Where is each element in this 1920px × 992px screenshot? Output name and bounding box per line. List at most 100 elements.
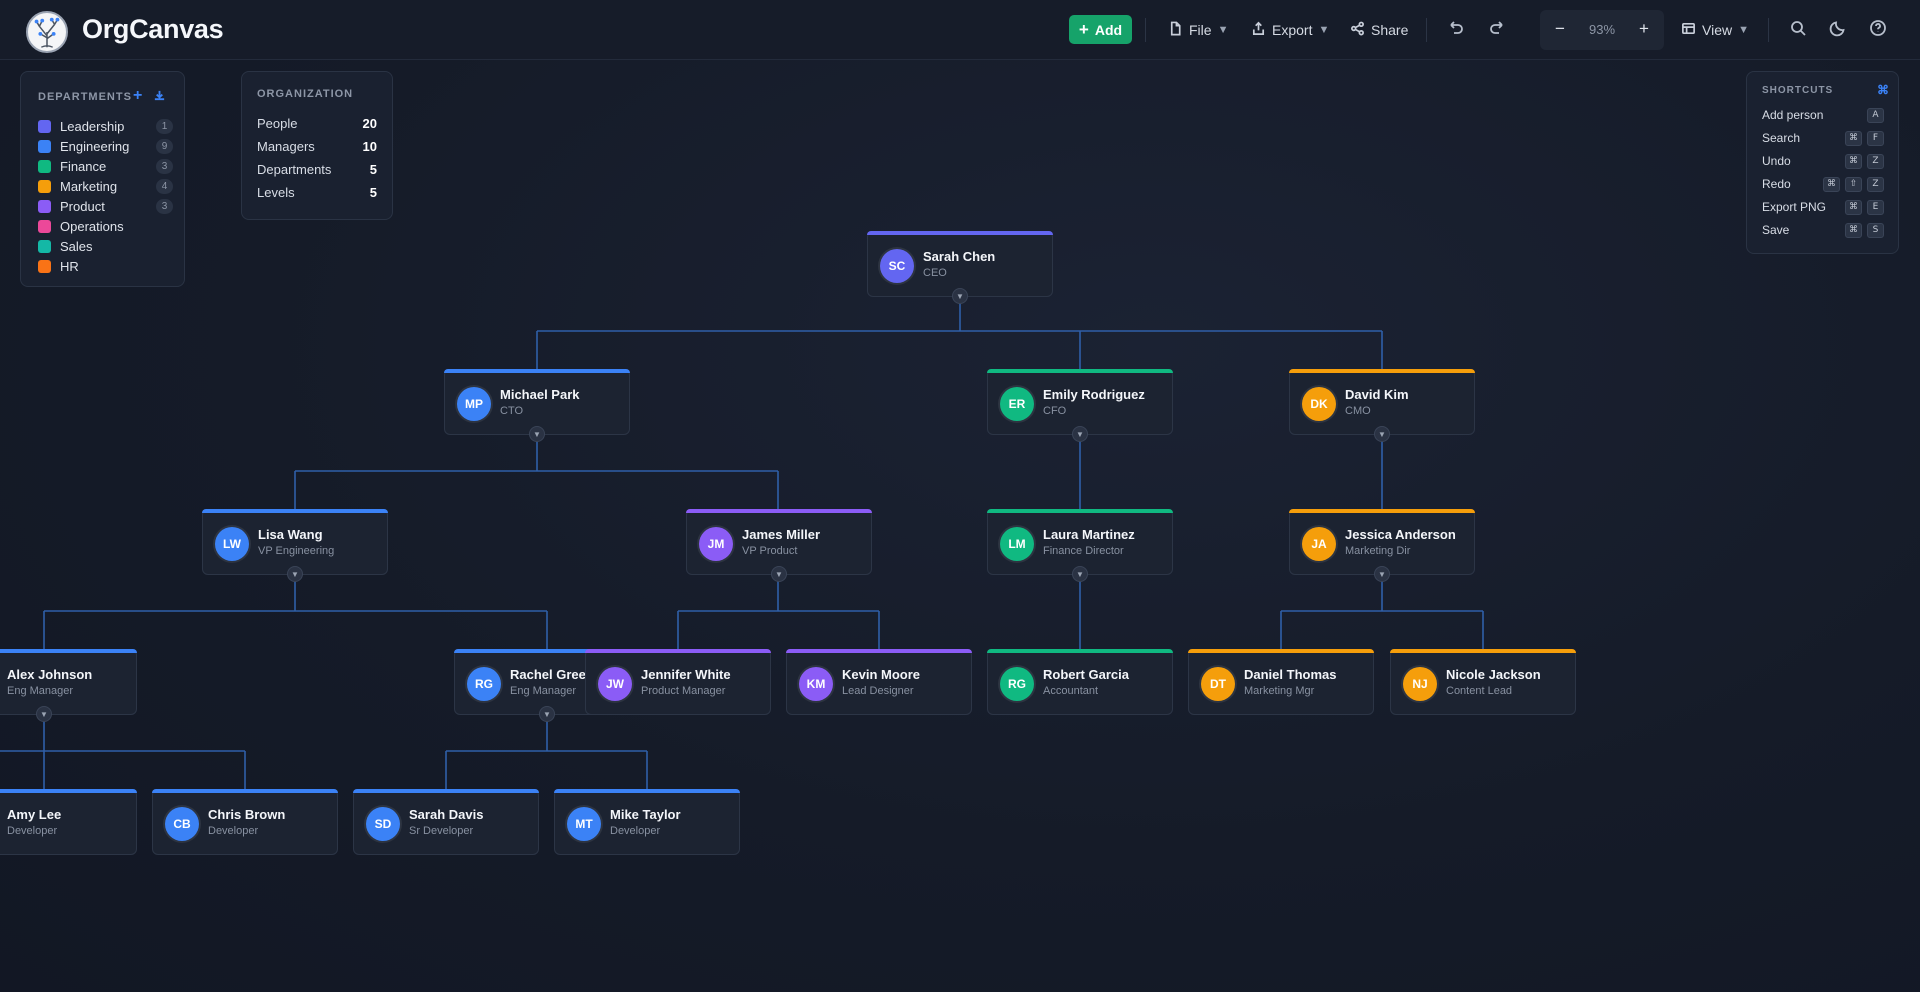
collapse-toggle-icon[interactable]: ▼ — [771, 566, 787, 582]
person-name: Alex Johnson — [7, 667, 93, 682]
person-name: Amy Lee — [7, 807, 62, 822]
share-button[interactable]: Share — [1350, 16, 1408, 44]
add-button[interactable]: + Add — [1069, 15, 1132, 44]
department-color-swatch — [38, 219, 51, 233]
person-name: Jessica Anderson — [1345, 527, 1456, 542]
avatar: SD — [366, 807, 400, 841]
person-role: Developer — [7, 825, 58, 837]
undo-icon[interactable] — [1447, 19, 1467, 39]
collapse-toggle-icon[interactable]: ▼ — [287, 566, 303, 582]
person-name: Daniel Thomas — [1244, 667, 1337, 682]
collapse-toggle-icon[interactable]: ▼ — [529, 426, 545, 442]
collapse-toggle-icon[interactable]: ▼ — [1374, 426, 1390, 442]
download-icon[interactable] — [153, 89, 167, 103]
department-color-bar — [0, 789, 137, 793]
person-name: Emily Rodriguez — [1043, 387, 1145, 402]
avatar: LW — [215, 527, 249, 561]
share-button-label: Share — [1371, 22, 1409, 38]
department-color-bar — [987, 509, 1173, 513]
collapse-toggle-icon[interactable]: ▼ — [952, 288, 968, 304]
avatar: RG — [467, 667, 501, 701]
department-item[interactable]: Sales — [38, 237, 173, 255]
collapse-toggle-icon[interactable]: ▼ — [539, 706, 555, 722]
person-name: Laura Martinez — [1043, 527, 1135, 542]
department-color-bar — [1188, 649, 1374, 653]
command-key-icon[interactable]: ⌘ — [1877, 83, 1889, 97]
department-color-bar — [585, 649, 771, 653]
view-menu-button[interactable]: View ▼ — [1681, 16, 1749, 44]
collapse-toggle-icon[interactable]: ▼ — [1072, 566, 1088, 582]
zoom-in-button[interactable]: + — [1639, 19, 1649, 38]
help-icon[interactable] — [1869, 19, 1889, 39]
department-name: Leadership — [60, 118, 125, 134]
moon-icon[interactable] — [1829, 19, 1849, 39]
department-color-swatch — [38, 239, 51, 253]
shortcut-label: Export PNG — [1762, 200, 1827, 214]
chevron-down-icon: ▼ — [1318, 24, 1330, 36]
file-menu-button[interactable]: File ▼ — [1168, 16, 1228, 44]
department-count-badge: 3 — [156, 158, 173, 174]
zoom-out-button[interactable]: − — [1555, 19, 1565, 38]
app-title: OrgCanvas — [82, 14, 224, 44]
person-card[interactable]: JM James Miller VP Product ▼ — [686, 509, 872, 582]
department-color-bar — [1289, 509, 1475, 513]
department-color-bar — [987, 649, 1173, 653]
search-icon[interactable] — [1789, 19, 1809, 39]
avatar: MT — [567, 807, 601, 841]
avatar: NJ — [1403, 667, 1437, 701]
person-name: David Kim — [1345, 387, 1409, 402]
person-role: VP Product — [742, 545, 798, 557]
department-color-bar — [444, 369, 630, 373]
department-color-bar — [1289, 369, 1475, 373]
avatar: JA — [1302, 527, 1336, 561]
collapse-toggle-icon[interactable]: ▼ — [1072, 426, 1088, 442]
department-color-bar — [0, 649, 137, 653]
department-item[interactable]: Operations — [38, 217, 173, 235]
department-count-badge: 4 — [156, 178, 173, 194]
add-button-label: Add — [1094, 21, 1123, 38]
person-role: Accountant — [1043, 685, 1099, 697]
tree-logo-icon — [26, 11, 68, 53]
avatar: KM — [799, 667, 833, 701]
stat-label: People — [257, 116, 298, 131]
stat-value: 5 — [369, 185, 377, 200]
shortcut-key: Z — [1867, 176, 1884, 192]
person-name: Robert Garcia — [1043, 667, 1129, 682]
redo-icon[interactable] — [1488, 19, 1508, 39]
avatar: JM — [699, 527, 733, 561]
department-count-badge: 9 — [156, 138, 173, 154]
export-menu-button[interactable]: Export ▼ — [1251, 16, 1329, 44]
department-item[interactable]: HR — [38, 257, 173, 275]
add-department-icon[interactable]: + — [133, 87, 143, 104]
collapse-toggle-icon[interactable]: ▼ — [1374, 566, 1390, 582]
collapse-toggle-icon[interactable]: ▼ — [36, 706, 52, 722]
department-name: Operations — [60, 218, 124, 234]
person-name: James Miller — [742, 527, 821, 542]
person-role: Sr Developer — [409, 825, 474, 837]
export-icon — [1251, 21, 1266, 39]
